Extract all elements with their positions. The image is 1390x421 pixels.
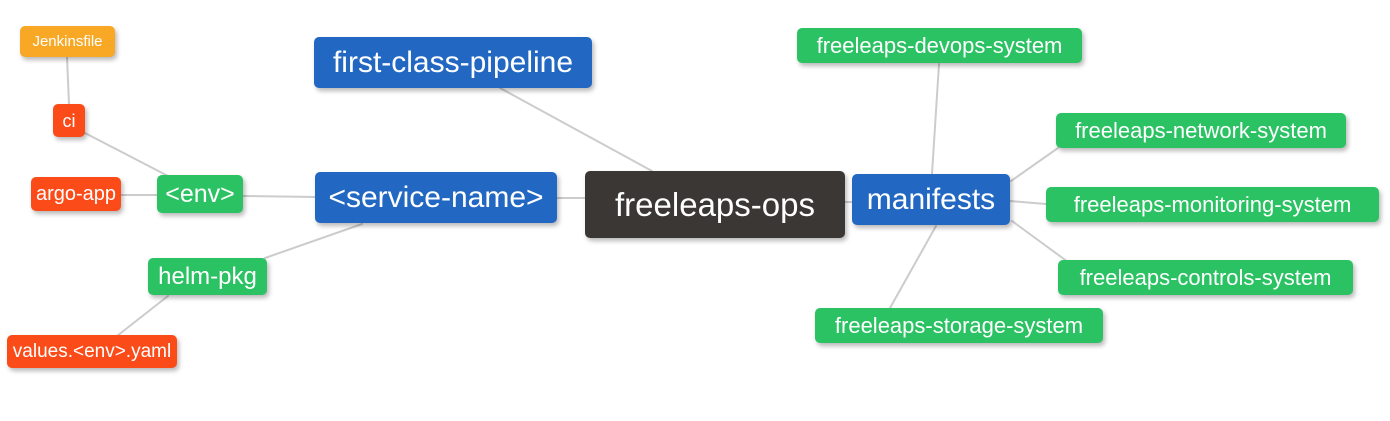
node-first-class-pipeline[interactable]: first-class-pipeline	[314, 37, 592, 88]
node-service-name[interactable]: <service-name>	[315, 172, 557, 223]
node-argo-app[interactable]: argo-app	[31, 177, 121, 211]
edge-manifests-network-system	[1010, 147, 1059, 182]
node-manifests[interactable]: manifests	[852, 174, 1010, 225]
edge-ci-env	[82, 131, 169, 177]
node-jenkinsfile[interactable]: Jenkinsfile	[20, 26, 115, 57]
node-monitoring-system[interactable]: freeleaps-monitoring-system	[1046, 187, 1379, 222]
node-storage-system[interactable]: freeleaps-storage-system	[815, 308, 1103, 343]
edge-service-name-helm-pkg	[264, 223, 363, 259]
edge-manifests-devops-system	[931, 63, 940, 175]
node-network-system[interactable]: freeleaps-network-system	[1056, 113, 1346, 148]
edge-jenkinsfile-ci	[66, 56, 70, 105]
node-values-env-yaml[interactable]: values.<env>.yaml	[7, 335, 177, 368]
edge-first-class-pipeline-freeleaps-ops	[499, 87, 653, 172]
edge-manifests-storage-system	[889, 225, 937, 309]
node-helm-pkg[interactable]: helm-pkg	[148, 258, 267, 295]
edge-helm-pkg-values-env-yaml	[116, 295, 169, 337]
edge-manifests-monitoring-system	[1009, 200, 1047, 205]
edge-env-service-name	[242, 195, 316, 198]
node-ci[interactable]: ci	[53, 104, 85, 137]
edge-manifests-controls-system	[1011, 220, 1069, 263]
node-freeleaps-ops[interactable]: freeleaps-ops	[585, 171, 845, 238]
node-controls-system[interactable]: freeleaps-controls-system	[1058, 260, 1353, 295]
node-env[interactable]: <env>	[157, 175, 243, 213]
node-devops-system[interactable]: freeleaps-devops-system	[797, 28, 1082, 63]
